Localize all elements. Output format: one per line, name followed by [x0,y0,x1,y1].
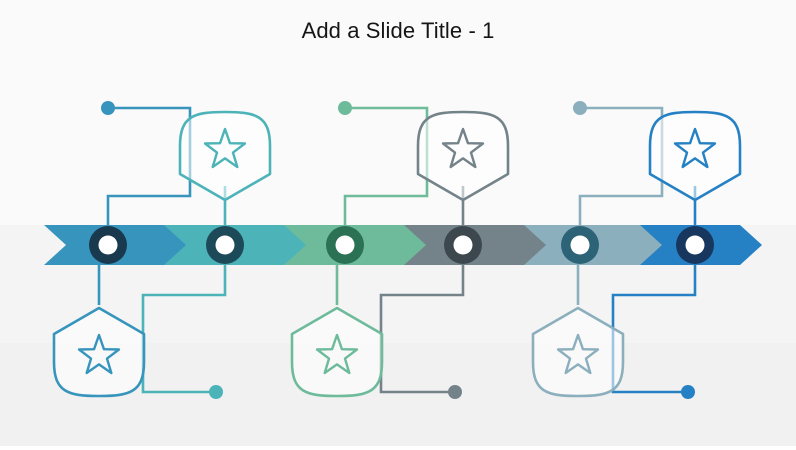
connector-dot-4 [448,385,462,399]
step-marker-2[interactable] [206,226,244,264]
step-ring-inner-5 [570,235,590,255]
step-marker-6[interactable] [676,226,714,264]
badge-shape-4[interactable] [416,110,510,202]
badge-shape-2[interactable] [178,110,272,202]
step-marker-5[interactable] [561,226,599,264]
badge-1[interactable] [52,306,146,398]
step-ring-inner-4 [453,235,473,255]
badge-2[interactable] [178,110,272,202]
star-outline-icon [556,333,600,375]
connector-dot-6 [681,385,695,399]
step-ring-inner-2 [215,235,235,255]
star-outline-icon [441,127,485,169]
star-outline-icon [315,333,359,375]
badge-shape-5[interactable] [531,306,625,398]
connector-group-2 [141,186,227,399]
connector-dot-3 [338,101,352,115]
star-outline-icon [203,127,247,169]
badge-6[interactable] [648,110,742,202]
connector-group-3 [335,101,429,305]
star-outline-icon [77,333,121,375]
connector-line-1 [106,106,192,229]
chevron-step-4[interactable] [404,225,566,265]
connector-group-5 [573,101,664,305]
background-band-footer [0,446,796,450]
step-ring-inner-6 [685,235,705,255]
badge-5[interactable] [531,306,625,398]
star-outline-icon [673,127,717,169]
connector-line-6 [611,261,697,394]
connector-line-2 [141,261,227,394]
connector-dot-1 [101,101,115,115]
connector-line-3 [343,106,429,229]
badge-3[interactable] [290,306,384,398]
step-marker-1[interactable] [89,226,127,264]
chevron-step-2[interactable] [164,225,326,265]
badge-shape-6[interactable] [648,110,742,202]
connector-dot-2 [209,385,223,399]
connector-line-5 [578,106,664,229]
page-title[interactable]: Add a Slide Title - 1 [301,18,495,43]
step-ring-inner-3 [335,235,355,255]
connector-group-4 [379,186,465,399]
badge-4[interactable] [416,110,510,202]
background-band-upper [0,0,796,225]
step-marker-3[interactable] [326,226,364,264]
badge-shape-3[interactable] [290,306,384,398]
step-marker-4[interactable] [444,226,482,264]
chevron-step-3[interactable] [284,225,446,265]
connector-group-1 [97,101,192,305]
connector-dot-5 [573,101,587,115]
connector-line-4 [379,261,465,394]
connector-group-6 [611,186,697,399]
badge-shape-1[interactable] [52,306,146,398]
step-ring-inner-1 [98,235,118,255]
